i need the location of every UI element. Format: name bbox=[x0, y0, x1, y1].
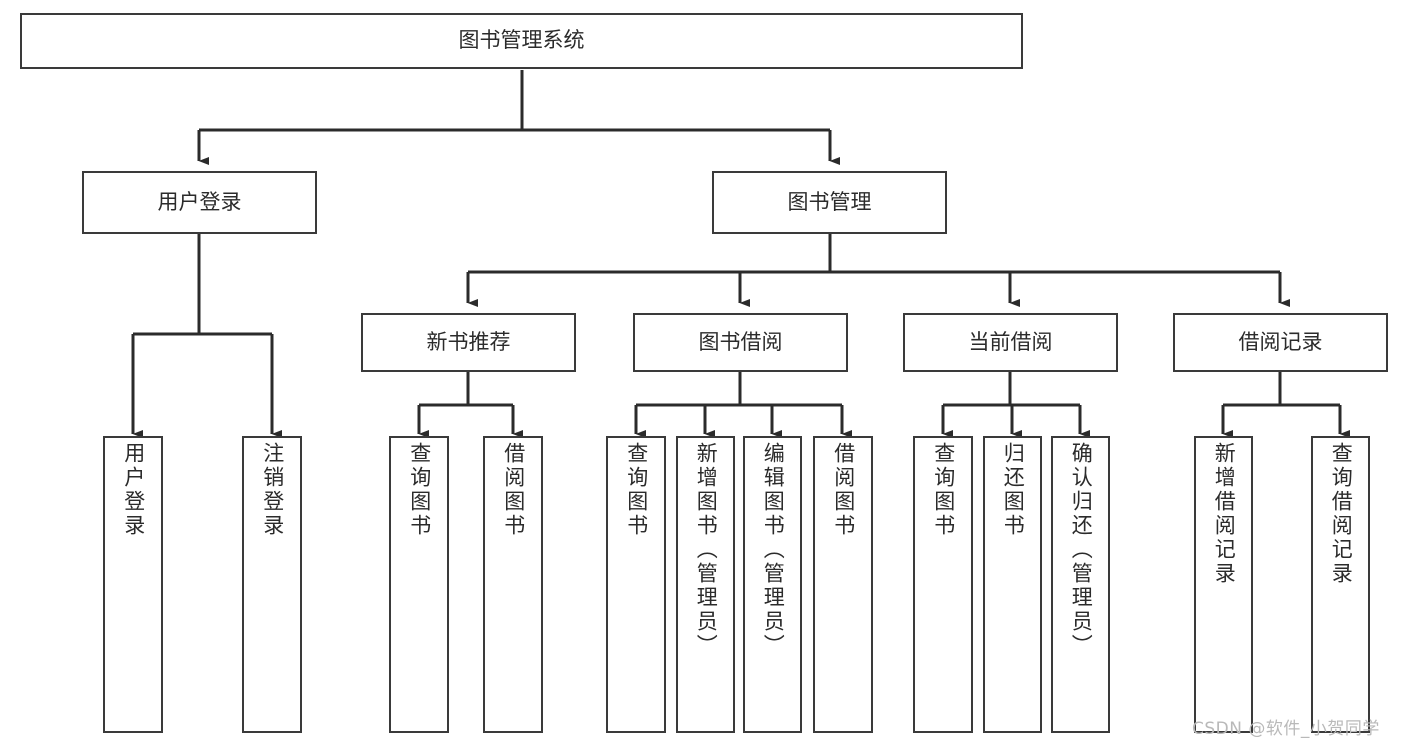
node-leaf-borrow-book-2-label: 借阅图书 bbox=[831, 442, 856, 538]
node-leaf-return-book-label: 归还图书 bbox=[1001, 442, 1026, 538]
node-leaf-borrow-book-1[interactable]: 借阅图书 bbox=[483, 436, 543, 733]
node-current-borrow-label: 当前借阅 bbox=[968, 329, 1053, 354]
node-leaf-confirm-return[interactable]: 确认归还（管理员） bbox=[1051, 436, 1110, 733]
node-current-borrow[interactable]: 当前借阅 bbox=[903, 313, 1118, 372]
node-leaf-confirm-return-label: 确认归还（管理员） bbox=[1069, 442, 1094, 658]
node-user-login-label: 用户登录 bbox=[157, 189, 242, 214]
node-leaf-user-login-label: 用户登录 bbox=[121, 442, 146, 538]
node-user-login[interactable]: 用户登录 bbox=[82, 171, 317, 234]
node-leaf-query-book-3-label: 查询图书 bbox=[931, 442, 956, 538]
node-borrow-record[interactable]: 借阅记录 bbox=[1173, 313, 1388, 372]
node-leaf-query-book-1[interactable]: 查询图书 bbox=[389, 436, 449, 733]
node-root-label: 图书管理系统 bbox=[458, 28, 585, 53]
node-book-management[interactable]: 图书管理 bbox=[712, 171, 947, 234]
node-leaf-query-book-3[interactable]: 查询图书 bbox=[913, 436, 973, 733]
node-root[interactable]: 图书管理系统 bbox=[20, 13, 1023, 69]
node-leaf-logout-login-label: 注销登录 bbox=[260, 442, 285, 538]
node-new-book-recommend[interactable]: 新书推荐 bbox=[361, 313, 576, 372]
node-leaf-add-record-label: 新增借阅记录 bbox=[1212, 442, 1237, 586]
node-book-borrow[interactable]: 图书借阅 bbox=[633, 313, 848, 372]
node-leaf-borrow-book-1-label: 借阅图书 bbox=[501, 442, 526, 538]
node-leaf-query-book-2-label: 查询图书 bbox=[624, 442, 649, 538]
node-leaf-add-record[interactable]: 新增借阅记录 bbox=[1194, 436, 1253, 733]
csdn-watermark: CSDN @软件_小贺同学 bbox=[1192, 719, 1380, 739]
node-leaf-borrow-book-2[interactable]: 借阅图书 bbox=[813, 436, 873, 733]
node-borrow-record-label: 借阅记录 bbox=[1238, 329, 1323, 354]
node-book-borrow-label: 图书借阅 bbox=[698, 329, 783, 354]
node-leaf-query-book-1-label: 查询图书 bbox=[407, 442, 432, 538]
node-leaf-edit-book-label: 编辑图书（管理员） bbox=[761, 442, 786, 658]
node-book-management-label: 图书管理 bbox=[787, 189, 872, 214]
node-leaf-query-book-2[interactable]: 查询图书 bbox=[606, 436, 666, 733]
node-leaf-logout-login[interactable]: 注销登录 bbox=[242, 436, 302, 733]
node-new-book-recommend-label: 新书推荐 bbox=[426, 329, 511, 354]
node-leaf-query-record-label: 查询借阅记录 bbox=[1329, 442, 1354, 586]
node-leaf-add-book[interactable]: 新增图书（管理员） bbox=[676, 436, 735, 733]
node-leaf-edit-book[interactable]: 编辑图书（管理员） bbox=[743, 436, 802, 733]
node-leaf-query-record[interactable]: 查询借阅记录 bbox=[1311, 436, 1370, 733]
node-leaf-add-book-label: 新增图书（管理员） bbox=[694, 442, 719, 658]
node-leaf-return-book[interactable]: 归还图书 bbox=[983, 436, 1042, 733]
node-leaf-user-login[interactable]: 用户登录 bbox=[103, 436, 163, 733]
